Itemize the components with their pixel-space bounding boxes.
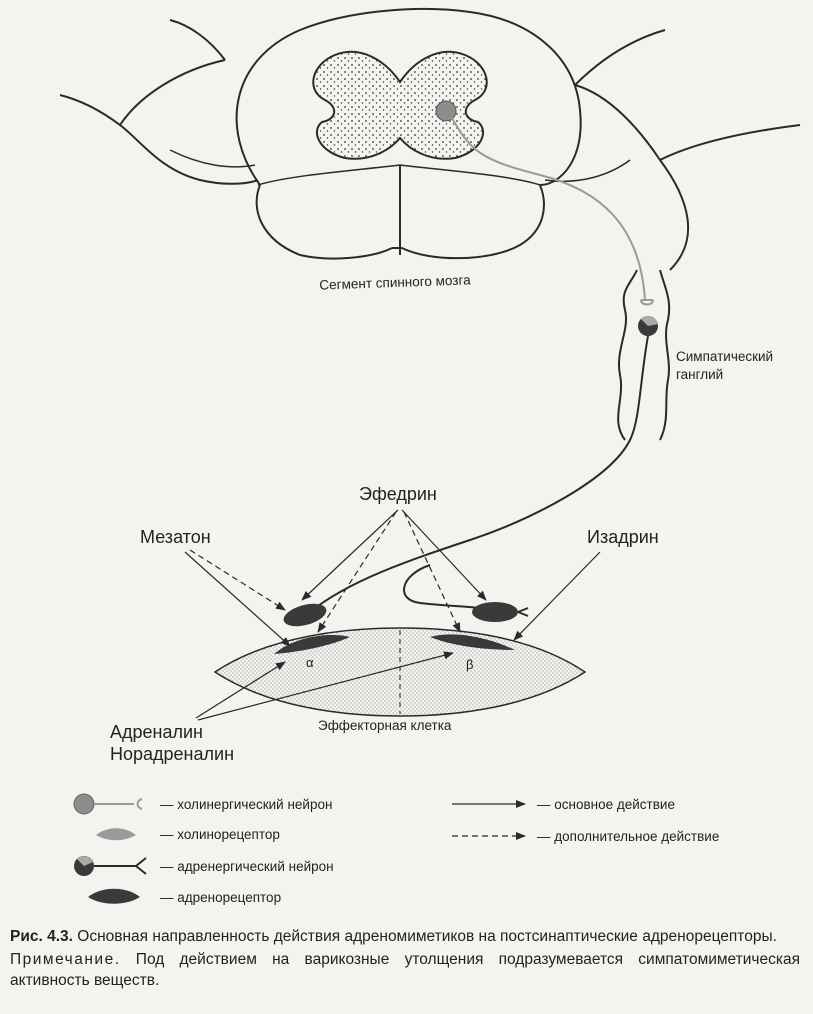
preganglionic-neuron-body xyxy=(435,100,457,122)
ephedrine-main-to-beta-varicosity xyxy=(401,509,487,601)
legend-main-action-label: — основное действие xyxy=(537,797,675,812)
action-arrows xyxy=(184,509,601,721)
ephedrine-additional-to-beta xyxy=(403,511,461,633)
effector-cell-label: Эффекторная клетка xyxy=(318,718,452,733)
alpha-label: α xyxy=(306,655,314,670)
note-text: Под действием на варикозные утолщения по… xyxy=(10,951,801,989)
postganglionic-fiber-alpha xyxy=(309,335,649,613)
figure-note: Примечание. Под действием на варикозные … xyxy=(10,949,800,991)
ephedrine-additional-to-alpha xyxy=(317,511,397,633)
legend-adrenergic-neuron-icon xyxy=(74,856,147,876)
legend-adrenoreceptor-label: — адренорецептор xyxy=(160,890,281,905)
adrenaline-label: Адреналин xyxy=(110,722,203,742)
mezaton-label: Мезатон xyxy=(140,527,211,547)
legend-cholinoreceptor-icon xyxy=(96,828,136,841)
legend: — холинергический нейрон — холинорецепто… xyxy=(73,793,719,905)
izadrin-main-to-beta xyxy=(513,551,601,641)
legend-cholinoreceptor-label: — холинорецептор xyxy=(160,827,280,842)
spinal-cord-segment xyxy=(59,8,801,271)
mezaton-additional-to-varicosity xyxy=(189,549,286,611)
postganglionic-fiber-beta xyxy=(403,564,479,609)
beta-receptor xyxy=(430,634,515,650)
adrenaline-to-alpha xyxy=(195,661,286,719)
beta-label: β xyxy=(466,657,473,672)
preganglionic-axon xyxy=(451,117,646,301)
figure-title: Основная направленность действия адреном… xyxy=(77,928,777,945)
ephedrine-main-to-alpha-varicosity xyxy=(301,509,399,601)
sympathetic-ganglion xyxy=(617,269,671,441)
legend-additional-action-label: — дополнительное действие xyxy=(537,829,719,844)
figure-number: Рис. 4.3. xyxy=(10,928,73,945)
cholinergic-synapse xyxy=(640,299,654,306)
ganglion-label-line1: Симпатический xyxy=(676,349,773,364)
noradrenaline-label: Норадреналин xyxy=(110,744,234,764)
izadrin-label: Изадрин xyxy=(587,527,659,547)
adrenaline-to-beta xyxy=(197,651,454,721)
mezaton-main-to-alpha xyxy=(184,551,291,647)
varicosity-beta-tip xyxy=(517,607,529,617)
figure-caption: Рис. 4.3. Основная направленность действ… xyxy=(10,926,800,991)
legend-cholinergic-neuron-icon xyxy=(73,793,143,815)
grey-matter xyxy=(312,50,488,160)
legend-adrenoreceptor-icon xyxy=(88,888,140,904)
figure-caption-main: Рис. 4.3. Основная направленность действ… xyxy=(10,926,800,947)
spinal-segment-label: Сегмент спинного мозга xyxy=(319,272,471,292)
ephedrine-label: Эфедрин xyxy=(359,484,437,504)
legend-adrenergic-neuron-label: — адренергический нейрон xyxy=(160,859,334,874)
legend-cholinergic-neuron-label: — холинергический нейрон xyxy=(160,797,332,812)
ganglion-label-line2: ганглий xyxy=(676,367,723,382)
alpha-receptor xyxy=(274,635,350,654)
varicosity-beta xyxy=(472,602,518,622)
effector-cell xyxy=(213,627,587,717)
varicosity-alpha xyxy=(283,603,327,627)
ganglion-neuron-body xyxy=(638,315,658,336)
note-label: Примечание. xyxy=(10,951,121,968)
